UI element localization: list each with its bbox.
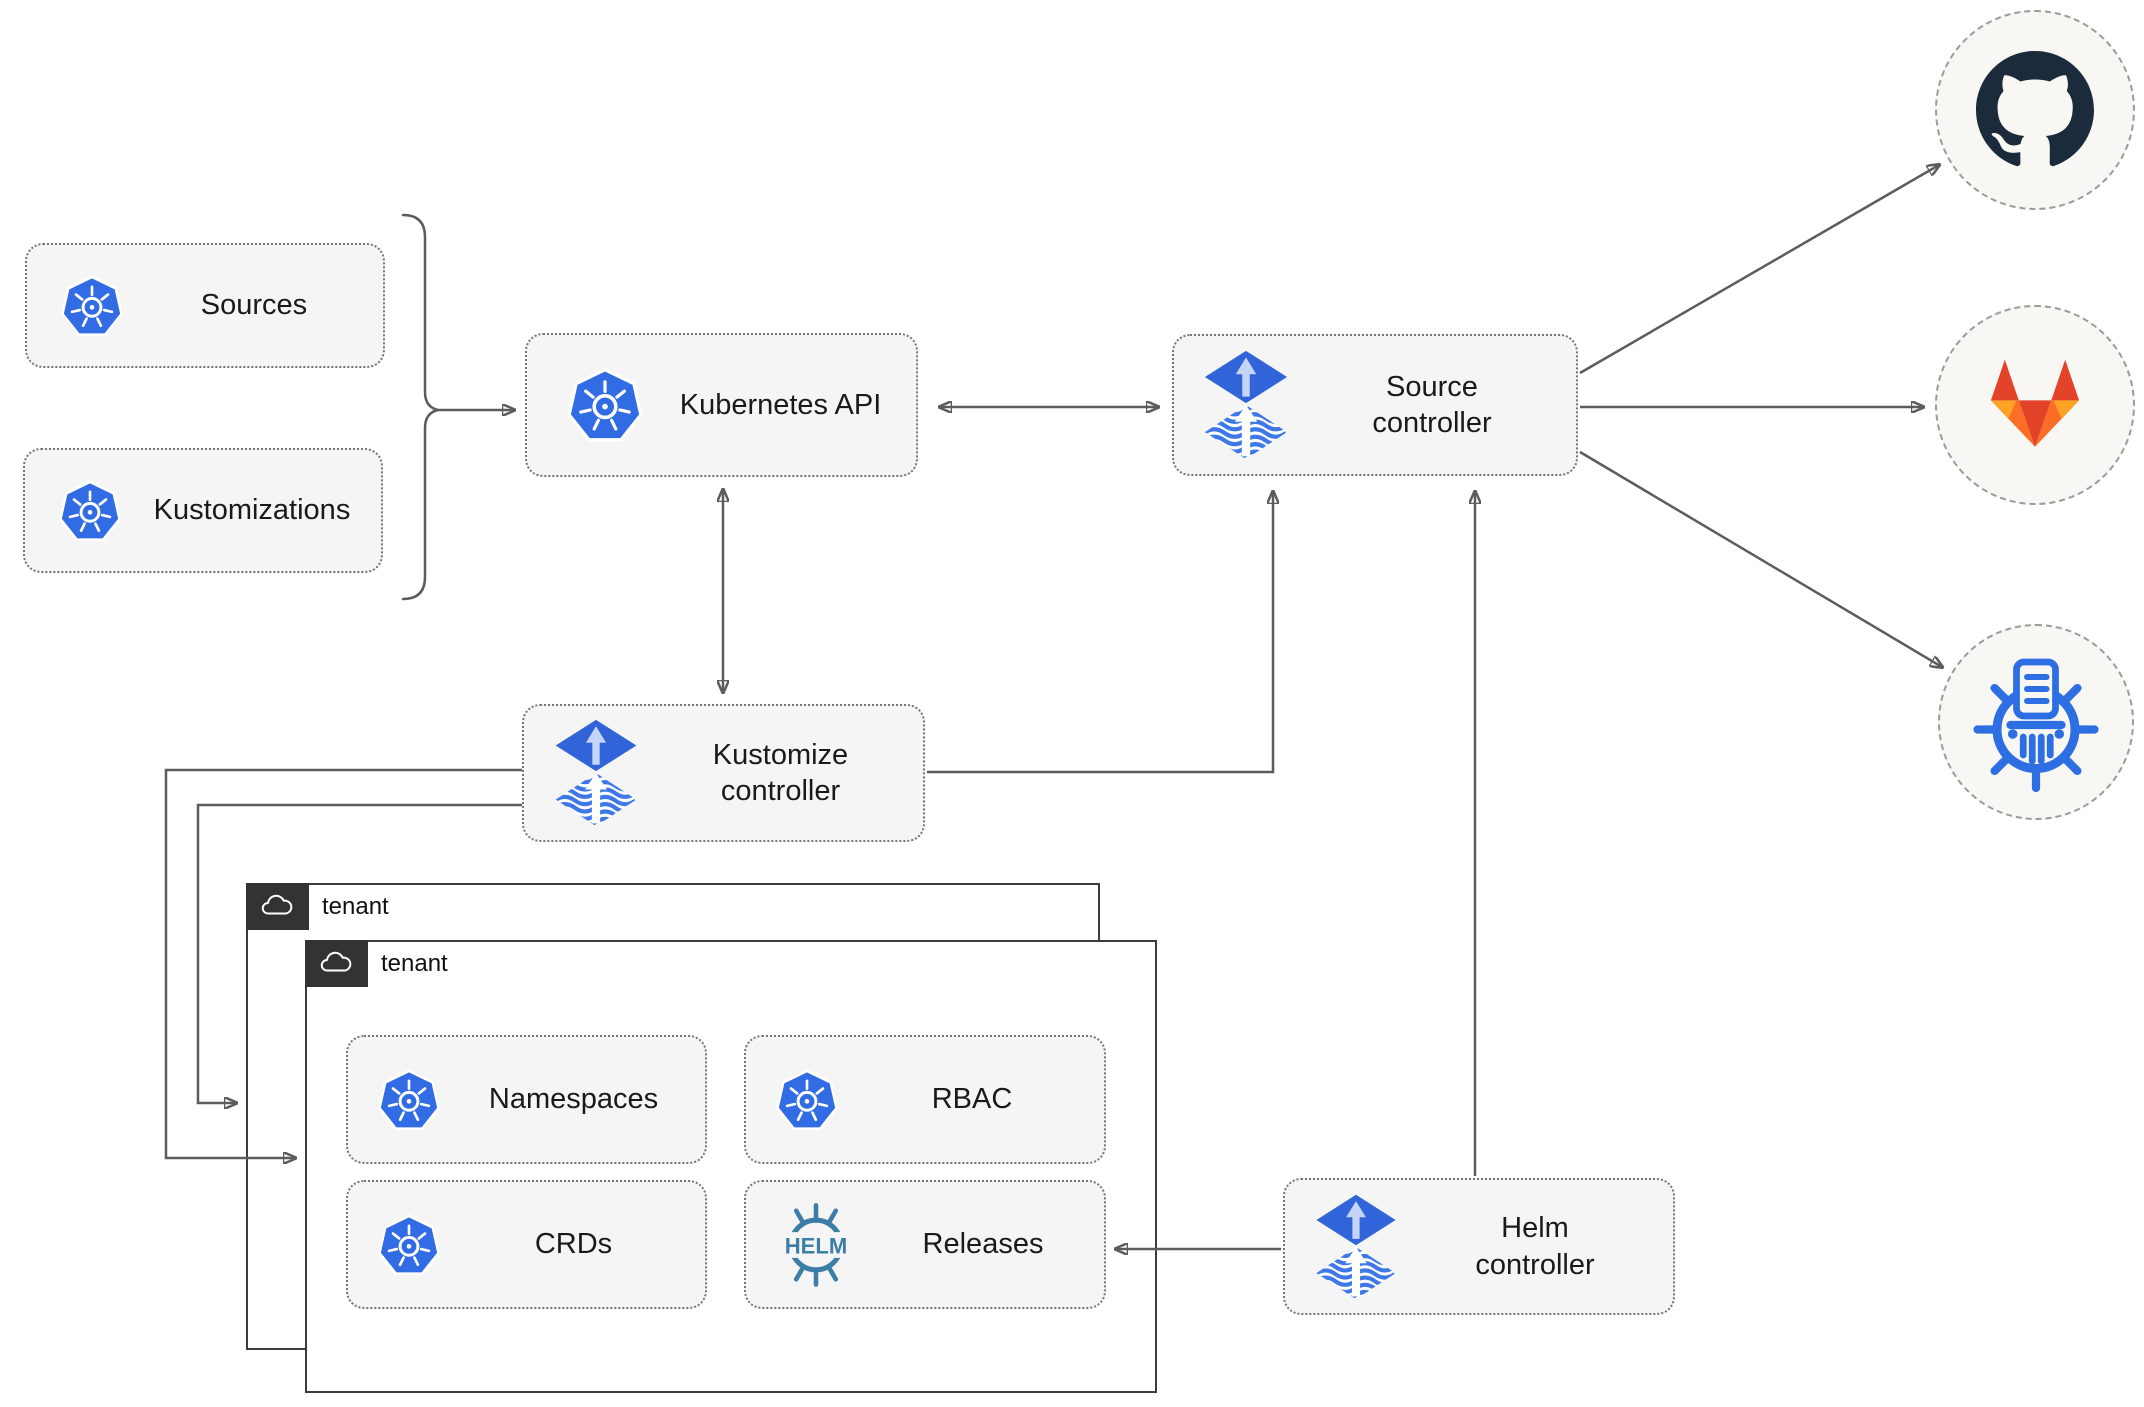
tenant-tab [245, 882, 309, 930]
node-kustomize-controller: Kustomize controller [522, 704, 925, 842]
github-icon [1976, 51, 2094, 167]
node-label: CRDs [534, 1228, 613, 1261]
node-label: RBAC [931, 1083, 1013, 1116]
flux-icon [1204, 349, 1288, 461]
node-label: Helm controller [1475, 1212, 1595, 1281]
kubernetes-icon [774, 1067, 840, 1133]
node-helm-controller: Helm controller [1283, 1178, 1675, 1315]
kubernetes-icon [376, 1067, 442, 1133]
tenant-tab [304, 939, 368, 987]
node-releases: HELM Releases [744, 1180, 1106, 1309]
gitlab-icon [1990, 359, 2080, 447]
node-crds: CRDs [346, 1180, 707, 1309]
node-namespaces: Namespaces [346, 1035, 707, 1164]
arrow-source-controller-to-github [1579, 165, 1939, 375]
node-kubernetes-api: Kubernetes API [525, 333, 918, 477]
flux-icon [554, 718, 638, 828]
cloud-icon [259, 893, 295, 919]
tenant-label: tenant [322, 893, 389, 920]
flux-icon [1315, 1193, 1397, 1301]
cloud-icon [318, 950, 354, 976]
node-label: Kubernetes API [679, 388, 882, 421]
arrow-source-controller-to-registry [1579, 450, 1942, 667]
kubernetes-icon [57, 478, 123, 544]
node-label: Kustomize controller [712, 738, 849, 807]
kubernetes-icon [59, 273, 125, 339]
node-kustomizations: Kustomizations [23, 448, 383, 573]
tenant-group-inner: tenant [304, 939, 1157, 1393]
node-label: Sources [200, 289, 308, 322]
node-label: Releases [922, 1228, 1044, 1261]
chart-registry-icon [1973, 658, 2099, 793]
node-label: Namespaces [488, 1083, 659, 1116]
helm-icon: HELM [770, 1199, 862, 1291]
tenant-label: tenant [381, 950, 448, 977]
node-label: Source controller [1372, 370, 1492, 439]
grouping-brace [401, 213, 439, 601]
node-source-controller: Source controller [1172, 334, 1578, 476]
remote-gitlab [1935, 305, 2135, 505]
helm-wordmark: HELM [785, 1233, 848, 1258]
node-rbac: RBAC [744, 1035, 1106, 1164]
remote-chart-registry [1938, 624, 2134, 820]
node-sources: Sources [25, 243, 385, 368]
remote-github [1935, 10, 2135, 210]
arrow-kustomize-to-source-controller [927, 492, 1273, 774]
kubernetes-icon [565, 365, 645, 445]
kubernetes-icon [376, 1212, 442, 1278]
node-label: Kustomizations [153, 494, 351, 527]
